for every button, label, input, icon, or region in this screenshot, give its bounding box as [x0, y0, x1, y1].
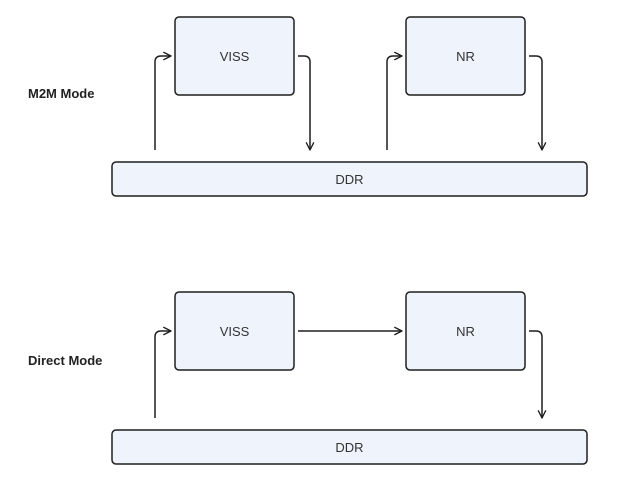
- m2m-ddr-label: DDR: [335, 172, 363, 187]
- m2m-arrow-viss-to-ddr: [298, 55, 315, 151]
- m2m-nr-box: [405, 16, 526, 96]
- m2m-arrow-nr-to-ddr: [529, 55, 547, 151]
- m2m-arrow-ddr-to-viss: [154, 51, 172, 150]
- direct-viss-box: [174, 291, 295, 371]
- m2m-arrow-ddr-to-nr: [386, 51, 403, 150]
- direct-mode-label: Direct Mode: [28, 353, 103, 368]
- direct-section: VISS NR DDR: [111, 291, 588, 465]
- m2m-section: VISS NR DDR: [111, 16, 588, 197]
- direct-nr-box: [405, 291, 526, 371]
- m2m-ddr-bar: [111, 161, 588, 197]
- direct-ddr-bar: [111, 429, 588, 465]
- direct-ddr-label: DDR: [335, 440, 363, 455]
- direct-arrow-ddr-to-viss: [154, 326, 172, 418]
- m2m-mode-label: M2M Mode: [28, 86, 95, 101]
- direct-viss-label: VISS: [220, 324, 250, 339]
- m2m-viss-box: [174, 16, 295, 96]
- m2m-nr-label: NR: [456, 49, 475, 64]
- m2m-viss-label: VISS: [220, 49, 250, 64]
- direct-nr-label: NR: [456, 324, 475, 339]
- direct-arrow-nr-to-ddr: [529, 330, 547, 419]
